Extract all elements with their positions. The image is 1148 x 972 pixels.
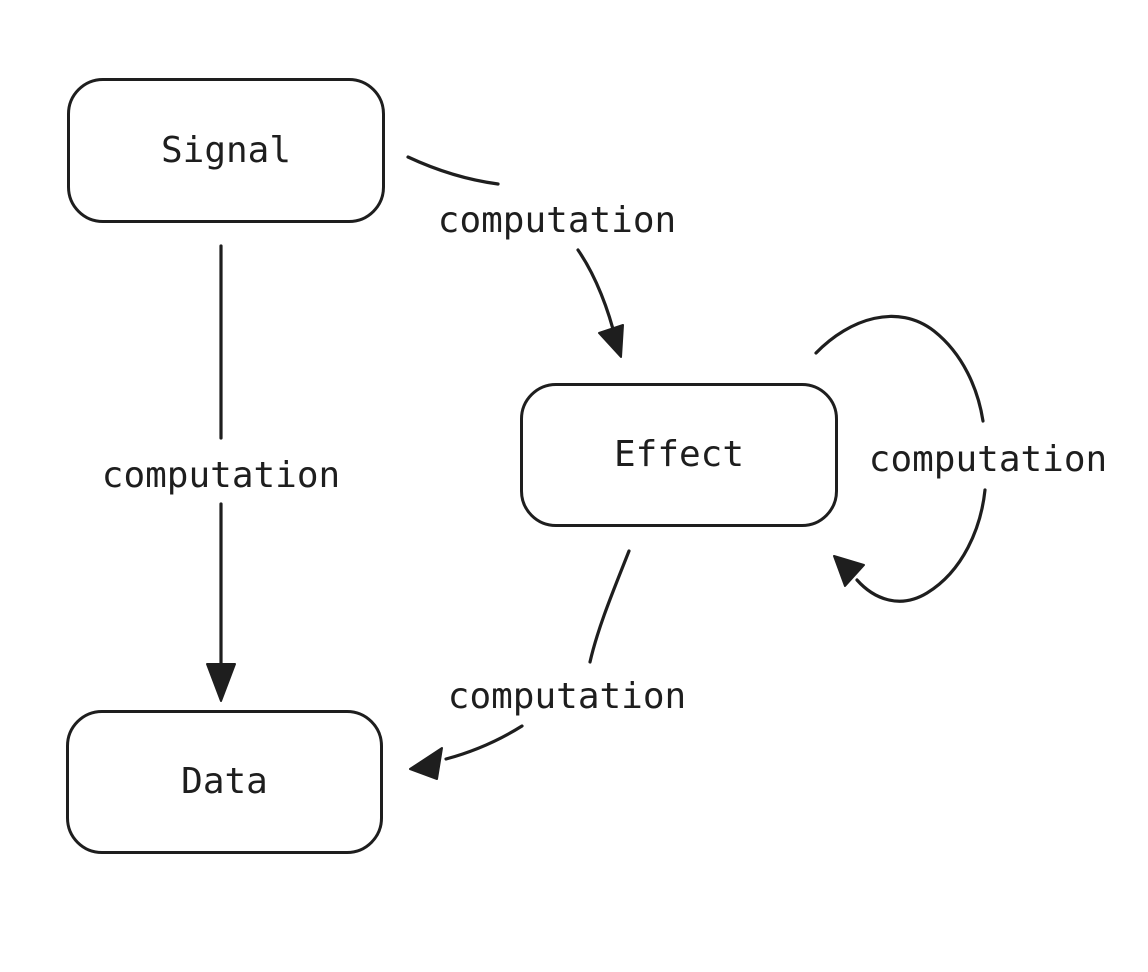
edge-label-effect-to-data: computation [445, 676, 689, 717]
node-signal-label: Signal [160, 129, 292, 171]
node-signal: Signal [67, 78, 385, 223]
edge-effect-to-data-line-end [444, 724, 524, 761]
edge-effect-to-data [409, 549, 631, 780]
edge-signal-to-data-arrowhead-icon [206, 663, 236, 702]
edge-effect-self-loop [814, 314, 987, 603]
edge-effect-to-data-line-start [588, 549, 631, 664]
edge-label-effect-self-loop: computation [866, 439, 1110, 480]
edge-effect-self-loop-arrowhead-icon [833, 555, 865, 587]
edge-effect-self-loop-arc-bottom [855, 488, 987, 603]
edge-signal-to-effect-line-end [576, 248, 618, 343]
edge-signal-to-effect-arrowhead-icon [598, 324, 624, 358]
edge-effect-self-loop-arc-top [814, 314, 985, 423]
node-effect: Effect [520, 383, 838, 527]
edge-label-signal-to-data: computation [99, 455, 343, 496]
edge-effect-to-data-arrowhead-icon [409, 747, 443, 780]
node-data-label: Data [181, 761, 268, 802]
edge-signal-to-effect [406, 155, 624, 358]
edge-signal-to-effect-line-start [406, 155, 500, 186]
edge-label-signal-to-effect: computation [435, 200, 679, 241]
edge-signal-to-data [206, 244, 236, 702]
node-effect-label: Effect [613, 434, 745, 475]
node-data: Data [66, 710, 383, 854]
